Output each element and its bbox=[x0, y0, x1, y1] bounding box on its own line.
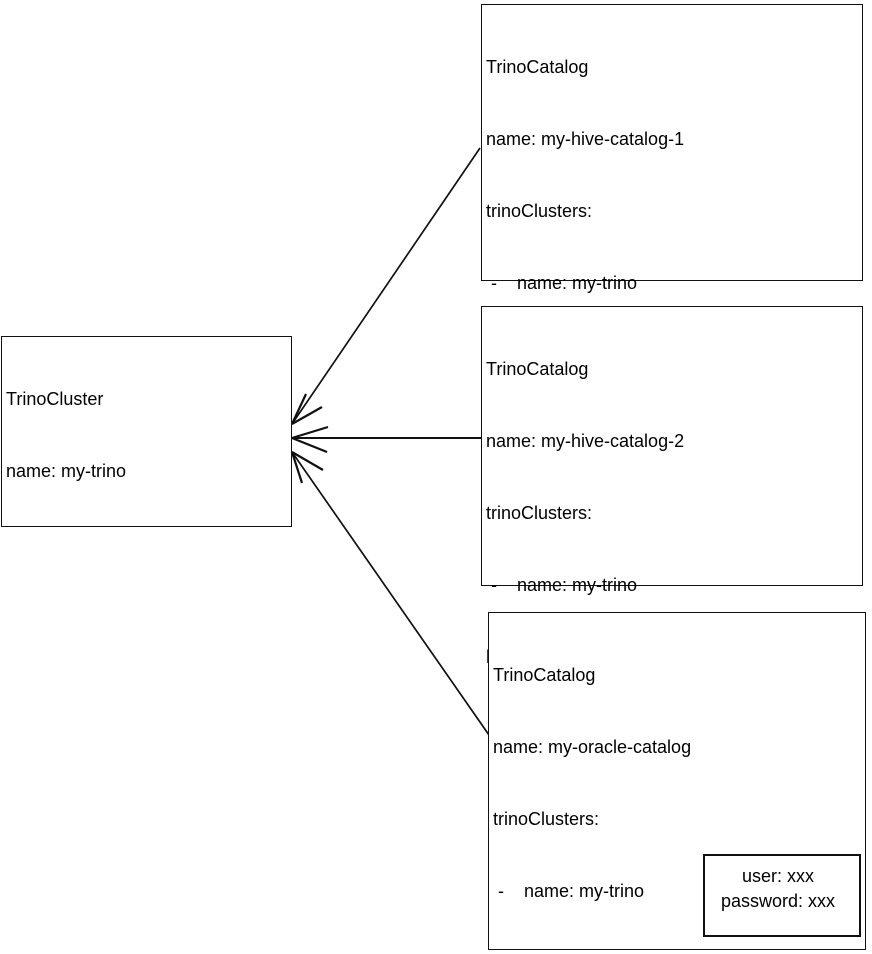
node-trino-cluster[interactable]: TrinoCluster name: my-trino bbox=[1, 336, 292, 527]
node-oracle-credentials-secret[interactable]: user: xxx password: xxx bbox=[703, 854, 861, 937]
yaml-line: TrinoCatalog bbox=[486, 359, 589, 379]
edge-hive-catalog-2-to-cluster bbox=[291, 425, 481, 454]
node-trino-cluster-yaml: TrinoCluster name: my-trino bbox=[6, 339, 289, 531]
edge-oracle-catalog-to-cluster bbox=[290, 451, 490, 736]
node-trino-catalog-oracle-yaml: TrinoCatalog name: my-oracle-catalog tri… bbox=[493, 615, 863, 954]
edge-hive-catalog-1-to-cluster bbox=[291, 147, 481, 425]
yaml-line: trinoClusters: bbox=[486, 503, 593, 523]
node-trino-catalog-hive-2[interactable]: TrinoCatalog name: my-hive-catalog-2 tri… bbox=[481, 306, 863, 883]
yaml-line: TrinoCatalog bbox=[486, 57, 589, 77]
yaml-line: - name: my-trino bbox=[486, 273, 638, 293]
yaml-line: TrinoCluster bbox=[6, 389, 104, 409]
yaml-line: - name: my-trino bbox=[493, 881, 645, 901]
yaml-line: TrinoCatalog bbox=[493, 665, 596, 685]
yaml-line: trinoClusters: bbox=[486, 201, 593, 221]
yaml-line: name: my-hive-catalog-2 bbox=[486, 431, 685, 451]
credentials-user-line: user: xxx bbox=[741, 866, 815, 886]
yaml-line: name: my-trino bbox=[6, 461, 127, 481]
yaml-line: trinoClusters: bbox=[493, 809, 600, 829]
node-trino-catalog-hive-1[interactable]: TrinoCatalog name: my-hive-catalog-1 tri… bbox=[481, 4, 863, 653]
yaml-line: name: my-oracle-catalog bbox=[493, 737, 692, 757]
yaml-line: name: my-hive-catalog-1 bbox=[486, 129, 685, 149]
yaml-line: - name: my-trino bbox=[486, 575, 638, 595]
credentials-password-line: password: xxx bbox=[720, 891, 836, 911]
oracle-credentials-values: user: xxx password: xxx bbox=[705, 864, 851, 914]
node-trino-catalog-oracle[interactable]: TrinoCatalog name: my-oracle-catalog tri… bbox=[488, 612, 866, 954]
